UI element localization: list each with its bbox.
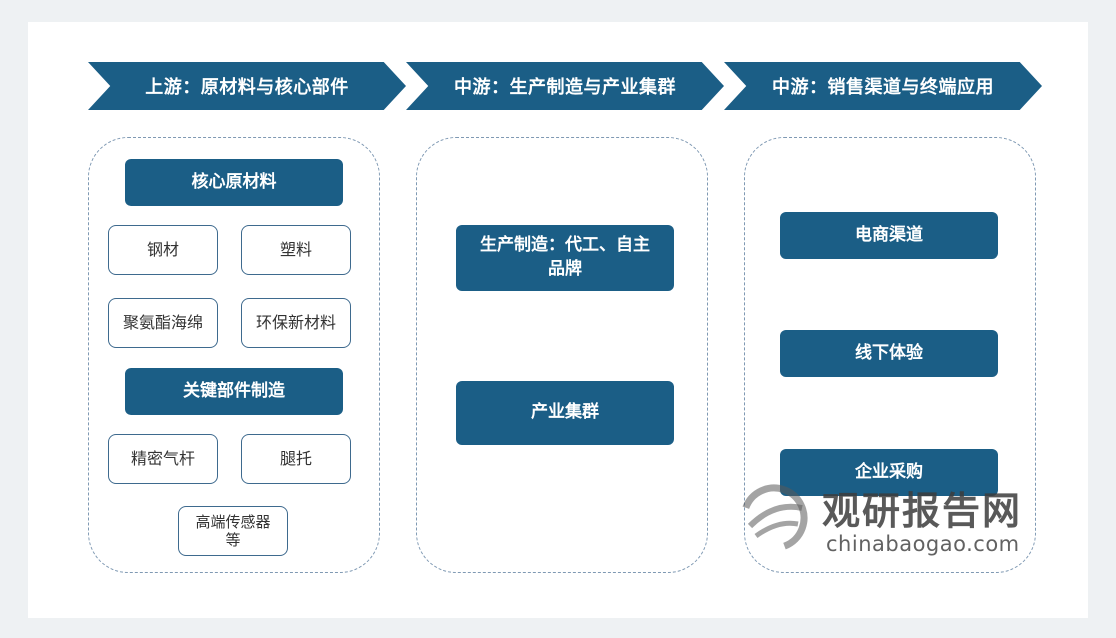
stage-arrow-upstream: 上游：原材料与核心部件 [88,62,406,110]
material-box: 钢材 [108,225,218,275]
production-box: 生产制造：代工、自主 品牌 [456,225,674,291]
stage-arrow-midstream-sales: 中游：销售渠道与终端应用 [724,62,1042,110]
panel-midstream-sales [744,137,1036,573]
stage-title: 上游：原材料与核心部件 [145,77,349,98]
panel-upstream [88,137,380,573]
part-box: 精密气杆 [108,434,218,484]
material-box: 聚氨酯海绵 [108,298,218,348]
material-box: 塑料 [241,225,351,275]
part-box: 高端传感器 等 [178,506,288,556]
key-parts-header: 关键部件制造 [125,368,343,415]
industry-cluster-box: 产业集群 [456,381,674,445]
ecommerce-channel-box: 电商渠道 [780,212,998,259]
stage-title: 中游：销售渠道与终端应用 [772,77,994,98]
stage-arrow-midstream-production: 中游：生产制造与产业集群 [406,62,724,110]
part-box: 腿托 [241,434,351,484]
watermark-url: chinabaogao.com [826,532,1020,556]
material-box: 环保新材料 [241,298,351,348]
stage-title: 中游：生产制造与产业集群 [454,77,676,98]
panel-midstream-production [416,137,708,573]
watermark-name: 观研报告网 [822,489,1023,533]
offline-experience-box: 线下体验 [780,330,998,377]
enterprise-procurement-box: 企业采购 [780,449,998,496]
chinabaogao-logo-icon [740,484,808,552]
core-materials-header: 核心原材料 [125,159,343,206]
